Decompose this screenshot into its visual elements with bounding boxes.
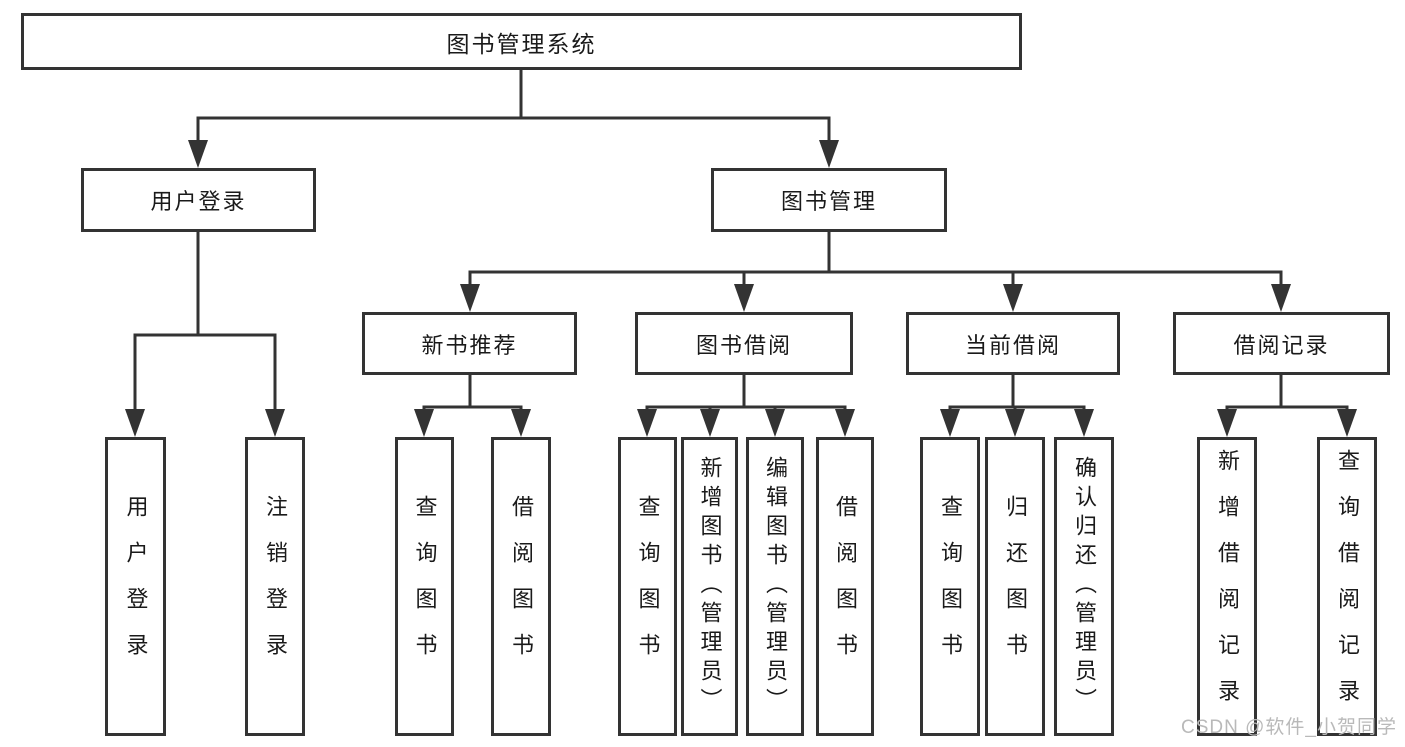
leaf-label: 确认归还（管理员）: [1072, 456, 1097, 717]
leaf-label: 新增图书（管理员）: [697, 456, 723, 717]
leaf-label: 查询图书: [412, 494, 438, 679]
leaf-label: 查询借阅记录: [1335, 448, 1360, 725]
leaf-query-books-borrow: 查询图书: [618, 437, 677, 736]
node-borrow-records: 借阅记录: [1173, 312, 1390, 375]
leaf-add-borrow-record: 新增借阅记录: [1197, 437, 1257, 736]
leaf-label: 查询图书: [938, 494, 963, 679]
node-label: 图书借阅: [695, 332, 792, 358]
node-label: 图书管理: [780, 189, 877, 214]
leaf-borrow-books: 借阅图书: [816, 437, 874, 736]
connector-book-management-to-modules: [460, 232, 1291, 312]
node-book-management: 图书管理: [711, 168, 947, 232]
node-label: 借阅记录: [1233, 332, 1330, 358]
leaf-add-books-admin: 新增图书（管理员）: [681, 437, 738, 736]
leaf-label: 编辑图书（管理员）: [763, 456, 788, 717]
leaf-logout: 注销登录: [245, 437, 305, 736]
node-book-borrow: 图书借阅: [635, 312, 853, 375]
node-label: 当前借阅: [964, 332, 1061, 358]
node-label: 用户登录: [150, 189, 247, 214]
leaf-user-login: 用户登录: [105, 437, 166, 736]
leaf-return-books: 归还图书: [985, 437, 1045, 736]
leaf-label: 用户登录: [123, 494, 149, 679]
connector-new-book-recommend-to-leaves: [414, 375, 531, 437]
leaf-confirm-return-admin: 确认归还（管理员）: [1054, 437, 1114, 736]
leaf-label: 注销登录: [263, 494, 288, 679]
node-user-login: 用户登录: [81, 168, 316, 232]
leaf-edit-books-admin: 编辑图书（管理员）: [746, 437, 804, 736]
leaf-borrow-books-recommend: 借阅图书: [491, 437, 551, 736]
connector-book-borrow-to-leaves: [637, 375, 855, 437]
leaf-label: 归还图书: [1003, 494, 1028, 679]
connector-borrow-records-to-leaves: [1217, 375, 1357, 437]
connector-user-login-to-leaves: [125, 232, 285, 437]
node-current-borrow: 当前借阅: [906, 312, 1120, 375]
leaf-query-books-recommend: 查询图书: [395, 437, 454, 736]
node-label: 图书管理系统: [446, 30, 597, 57]
node-new-book-recommend: 新书推荐: [362, 312, 577, 375]
csdn-watermark: CSDN @软件_小贺同学: [1181, 717, 1397, 738]
leaf-query-borrow-record: 查询借阅记录: [1317, 437, 1377, 736]
leaf-label: 新增借阅记录: [1215, 448, 1240, 725]
leaf-label: 借阅图书: [833, 494, 858, 679]
connector-current-borrow-to-leaves: [940, 375, 1094, 437]
leaf-label: 借阅图书: [509, 494, 534, 679]
node-library-management-system: 图书管理系统: [21, 13, 1022, 70]
node-label: 新书推荐: [421, 332, 518, 358]
connector-root-to-level2: [188, 70, 839, 168]
leaf-label: 查询图书: [635, 494, 661, 679]
leaf-query-books-current: 查询图书: [920, 437, 980, 736]
